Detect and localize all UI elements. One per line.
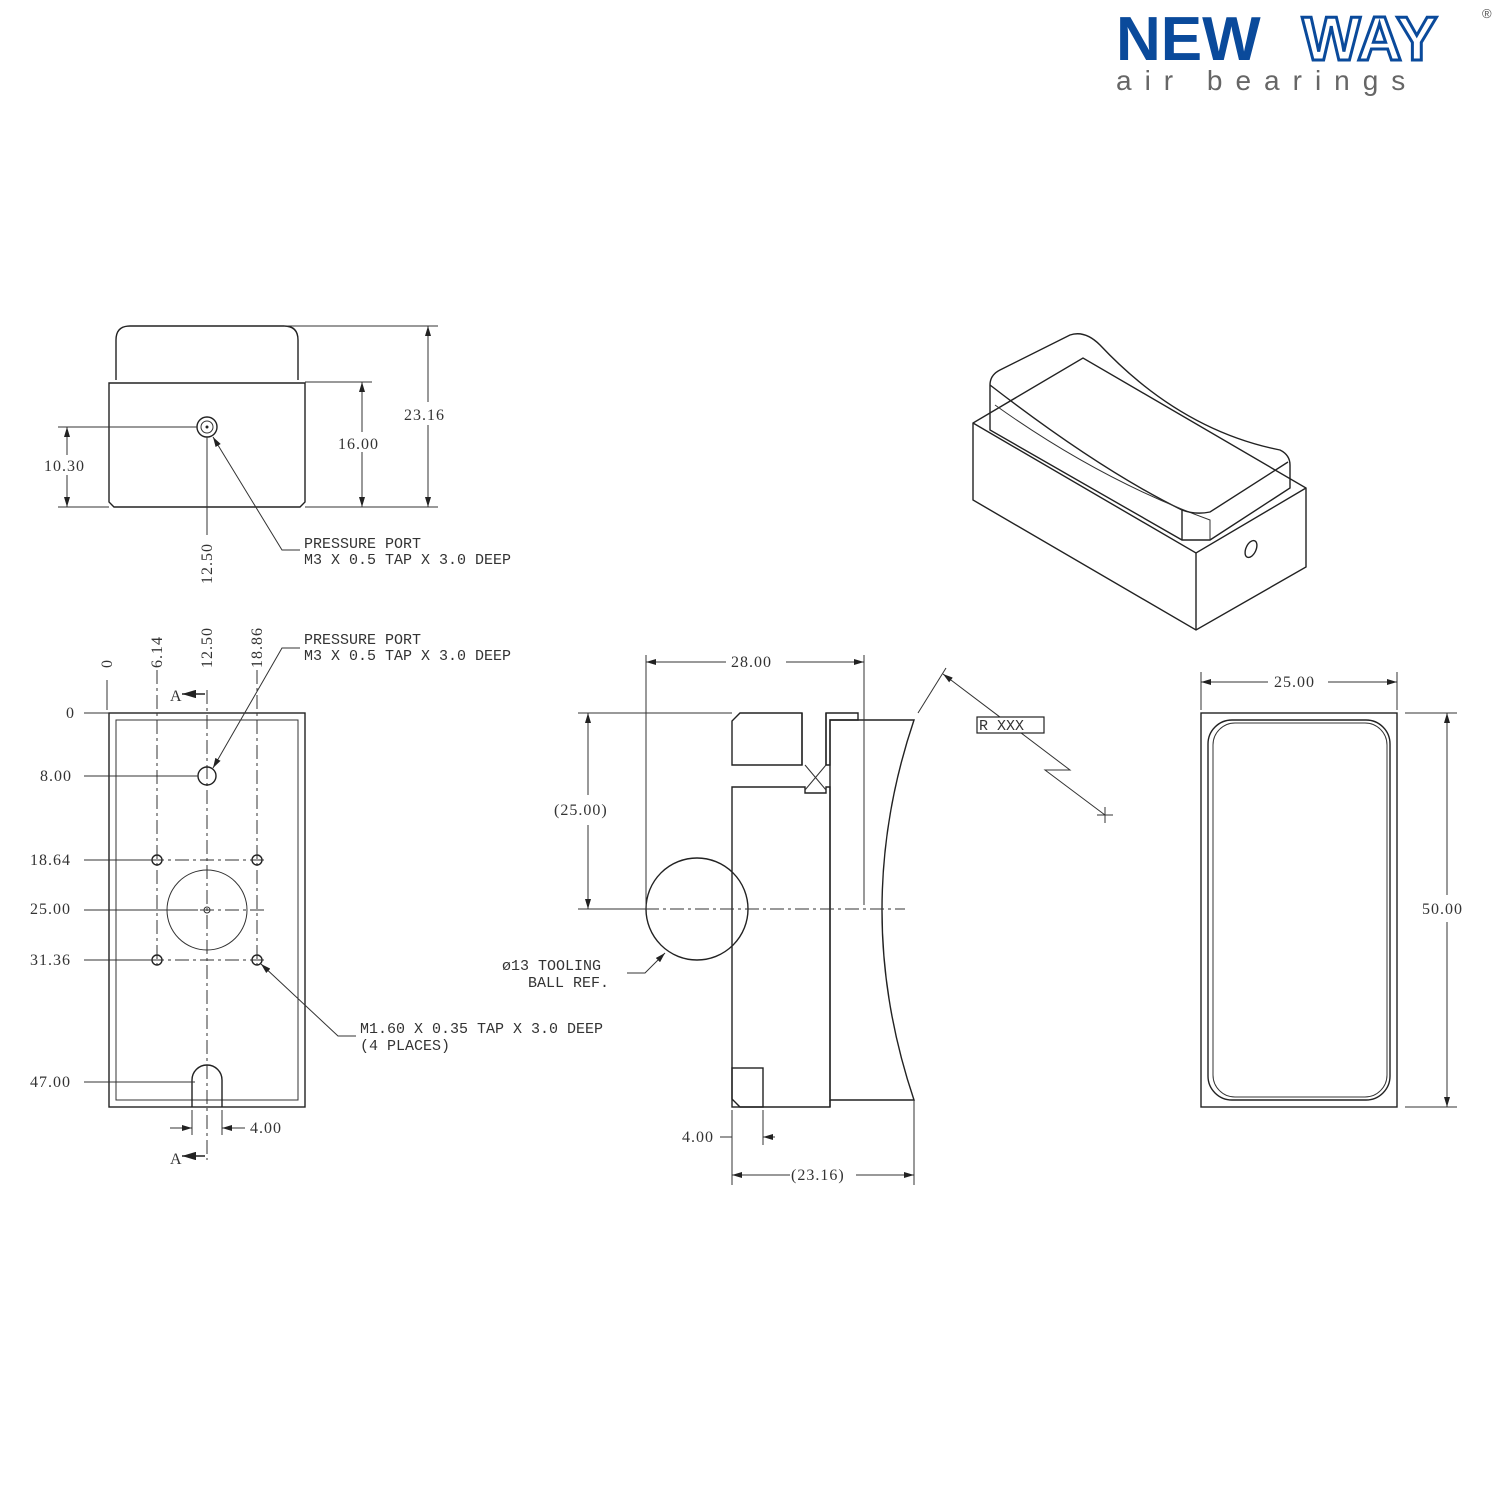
dim-section-width: 28.00 — [731, 654, 772, 671]
x-tick-1: 6.14 — [149, 636, 166, 668]
side-view: 23.16 16.00 10.30 12.50 PRESSURE PORT M3… — [44, 325, 511, 584]
radius-label: R XXX — [979, 718, 1024, 735]
dim-step: 4.00 — [682, 1129, 714, 1146]
logo-brand-left: NEW — [1116, 5, 1261, 74]
y-tick-2: 18.64 — [30, 852, 71, 869]
dim-body-height: 16.00 — [338, 436, 379, 453]
logo-registered: ® — [1482, 6, 1492, 21]
newway-logo: NEW WAY ® air bearings — [1116, 4, 1492, 97]
logo-brand-right: WAY — [1302, 5, 1438, 74]
dim-overall-height: 23.16 — [404, 407, 445, 424]
logo-tagline: air bearings — [1116, 65, 1418, 96]
dim-bottom-width: 25.00 — [1274, 674, 1315, 691]
y-tick-0: 0 — [66, 705, 75, 722]
radius-box — [976, 716, 1045, 734]
dim-depth: (23.16) — [791, 1167, 845, 1184]
top-port-note-line1: PRESSURE PORT — [304, 632, 421, 649]
x-tick-3: 18.86 — [249, 627, 266, 668]
dim-bottom-length: 50.00 — [1422, 901, 1463, 918]
ball-note-line2: BALL REF. — [528, 975, 609, 992]
y-tick-3: 25.00 — [30, 901, 71, 918]
dim-ball-height: (25.00) — [554, 802, 608, 819]
dim-port-position: 12.50 — [199, 543, 216, 584]
y-tick-1: 8.00 — [40, 768, 72, 785]
dim-slot-width: 4.00 — [250, 1120, 282, 1137]
top-view: 0 8.00 18.64 25.00 31.36 47.00 0 6.14 12… — [30, 627, 603, 1168]
top-port-note-line2: M3 X 0.5 TAP X 3.0 DEEP — [304, 648, 511, 665]
section-a-label-top: A — [170, 688, 183, 705]
ball-note-line1: ø13 TOOLING — [502, 958, 601, 975]
side-port-note-line1: PRESSURE PORT — [304, 536, 421, 553]
y-tick-5: 47.00 — [30, 1074, 71, 1091]
tap-note-line1: M1.60 X 0.35 TAP X 3.0 DEEP — [360, 1021, 603, 1038]
x-tick-0: 0 — [99, 659, 116, 668]
section-view: 28.00 (25.00) 4.00 (23.16) R XXX ø13 TOO… — [502, 654, 1113, 1185]
side-port-note-line2: M3 X 0.5 TAP X 3.0 DEEP — [304, 552, 511, 569]
x-tick-2: 12.50 — [199, 627, 216, 668]
isometric-view — [972, 333, 1307, 631]
section-a-label-bottom: A — [170, 1151, 183, 1168]
dim-port-height: 10.30 — [44, 458, 85, 475]
y-tick-4: 31.36 — [30, 952, 71, 969]
tap-note-line2: (4 PLACES) — [360, 1038, 450, 1055]
bottom-view: 25.00 50.00 — [1200, 672, 1463, 1108]
